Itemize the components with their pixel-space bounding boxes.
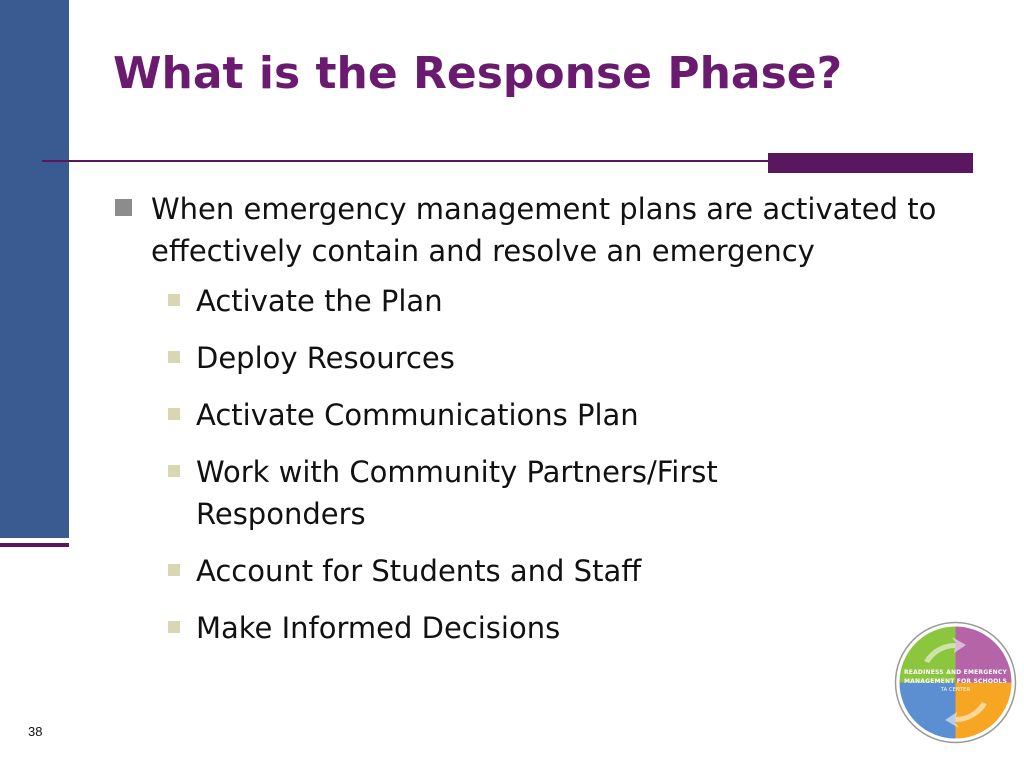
rems-ta-center-logo-icon bbox=[894, 621, 1017, 744]
logo-text-line: READINESS AND EMERGENCY bbox=[903, 669, 1008, 676]
title-divider-block bbox=[768, 153, 973, 173]
logo-text-line: MANAGEMENT FOR SCHOOLS bbox=[904, 678, 1007, 685]
sub-bullet-list: Activate the Plan Deploy Resources Activ… bbox=[115, 280, 985, 649]
left-accent-bar bbox=[0, 0, 69, 538]
sub-bullet-text: Activate the Plan bbox=[196, 284, 443, 318]
title-divider-line bbox=[42, 160, 772, 162]
slide-title: What is the Response Phase? bbox=[113, 48, 843, 99]
sub-bullet: Activate the Plan bbox=[168, 280, 876, 322]
sub-bullet-text: Make Informed Decisions bbox=[196, 611, 561, 645]
sub-bullet: Activate Communications Plan bbox=[168, 394, 876, 436]
sub-bullet: Account for Students and Staff bbox=[168, 550, 876, 592]
page-number: 38 bbox=[28, 724, 43, 739]
main-bullet-text: When emergency management plans are acti… bbox=[151, 192, 937, 268]
left-accent-underline bbox=[0, 543, 69, 547]
square-bullet-icon bbox=[168, 294, 180, 306]
logo-text-line: TA CENTER bbox=[940, 687, 971, 693]
sub-bullet: Work with Community Partners/First Respo… bbox=[168, 451, 876, 535]
main-bullet: When emergency management plans are acti… bbox=[115, 188, 985, 272]
square-bullet-icon bbox=[168, 621, 180, 633]
sub-bullet-text: Deploy Resources bbox=[196, 341, 455, 375]
sub-bullet: Make Informed Decisions bbox=[168, 607, 876, 649]
square-bullet-icon bbox=[168, 351, 180, 363]
square-bullet-icon bbox=[115, 199, 132, 216]
sub-bullet-text: Account for Students and Staff bbox=[196, 554, 642, 588]
logo-text: READINESS AND EMERGENCY MANAGEMENT FOR S… bbox=[894, 668, 1017, 695]
sub-bullet-text: Work with Community Partners/First Respo… bbox=[196, 455, 718, 531]
sub-bullet-text: Activate Communications Plan bbox=[196, 398, 639, 432]
square-bullet-icon bbox=[168, 564, 180, 576]
square-bullet-icon bbox=[168, 408, 180, 420]
sub-bullet: Deploy Resources bbox=[168, 337, 876, 379]
square-bullet-icon bbox=[168, 465, 180, 477]
slide-content: When emergency management plans are acti… bbox=[115, 188, 985, 664]
